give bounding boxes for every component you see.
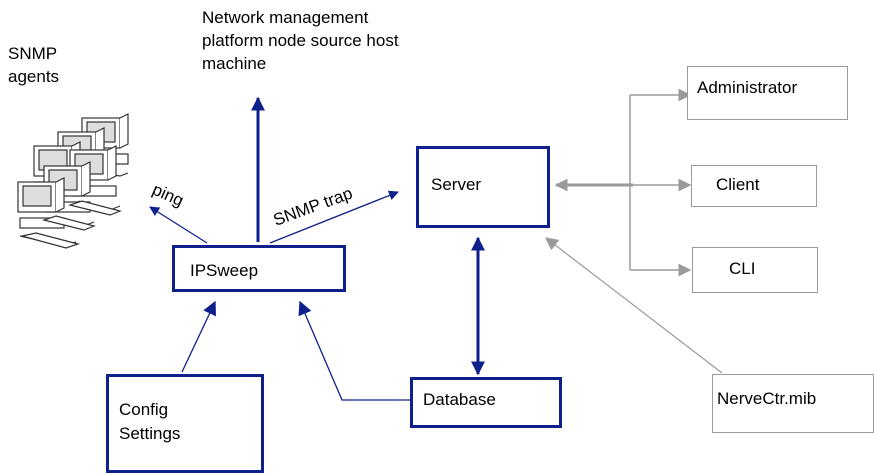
node-administrator: Administrator [687,66,848,120]
network-mgmt-label: Network management platform node source … [202,8,399,73]
node-nervectr-mib: NerveCtr.mib [712,374,874,433]
node-administrator-label: Administrator [697,78,798,97]
node-nervectr-mib-label: NerveCtr.mib [717,389,817,408]
node-config-settings-label: Config Settings [119,400,181,443]
edge-database-to-ipsweep [298,300,410,401]
computer-cluster-icon [17,113,129,249]
node-cli: CLI [692,247,818,293]
node-config-settings: Config Settings [106,374,264,473]
edge-ipsweep-to-server [269,190,399,244]
node-cli-label: CLI [729,259,756,278]
node-ipsweep: IPSweep [172,245,346,292]
node-database-label: Database [423,390,496,409]
node-database: Database [410,377,562,428]
snmp-agents-label: SNMP agents [8,44,60,86]
edge-config-to-ipsweep [181,300,216,373]
node-server: Server [416,146,550,228]
node-client-label: Client [716,175,760,194]
edge-mib-to-server [544,237,723,374]
node-client: Client [691,165,817,207]
node-server-label: Server [431,175,482,194]
node-ipsweep-label: IPSweep [190,261,259,280]
edge-ipsweep-to-snmp-agents [149,206,208,244]
